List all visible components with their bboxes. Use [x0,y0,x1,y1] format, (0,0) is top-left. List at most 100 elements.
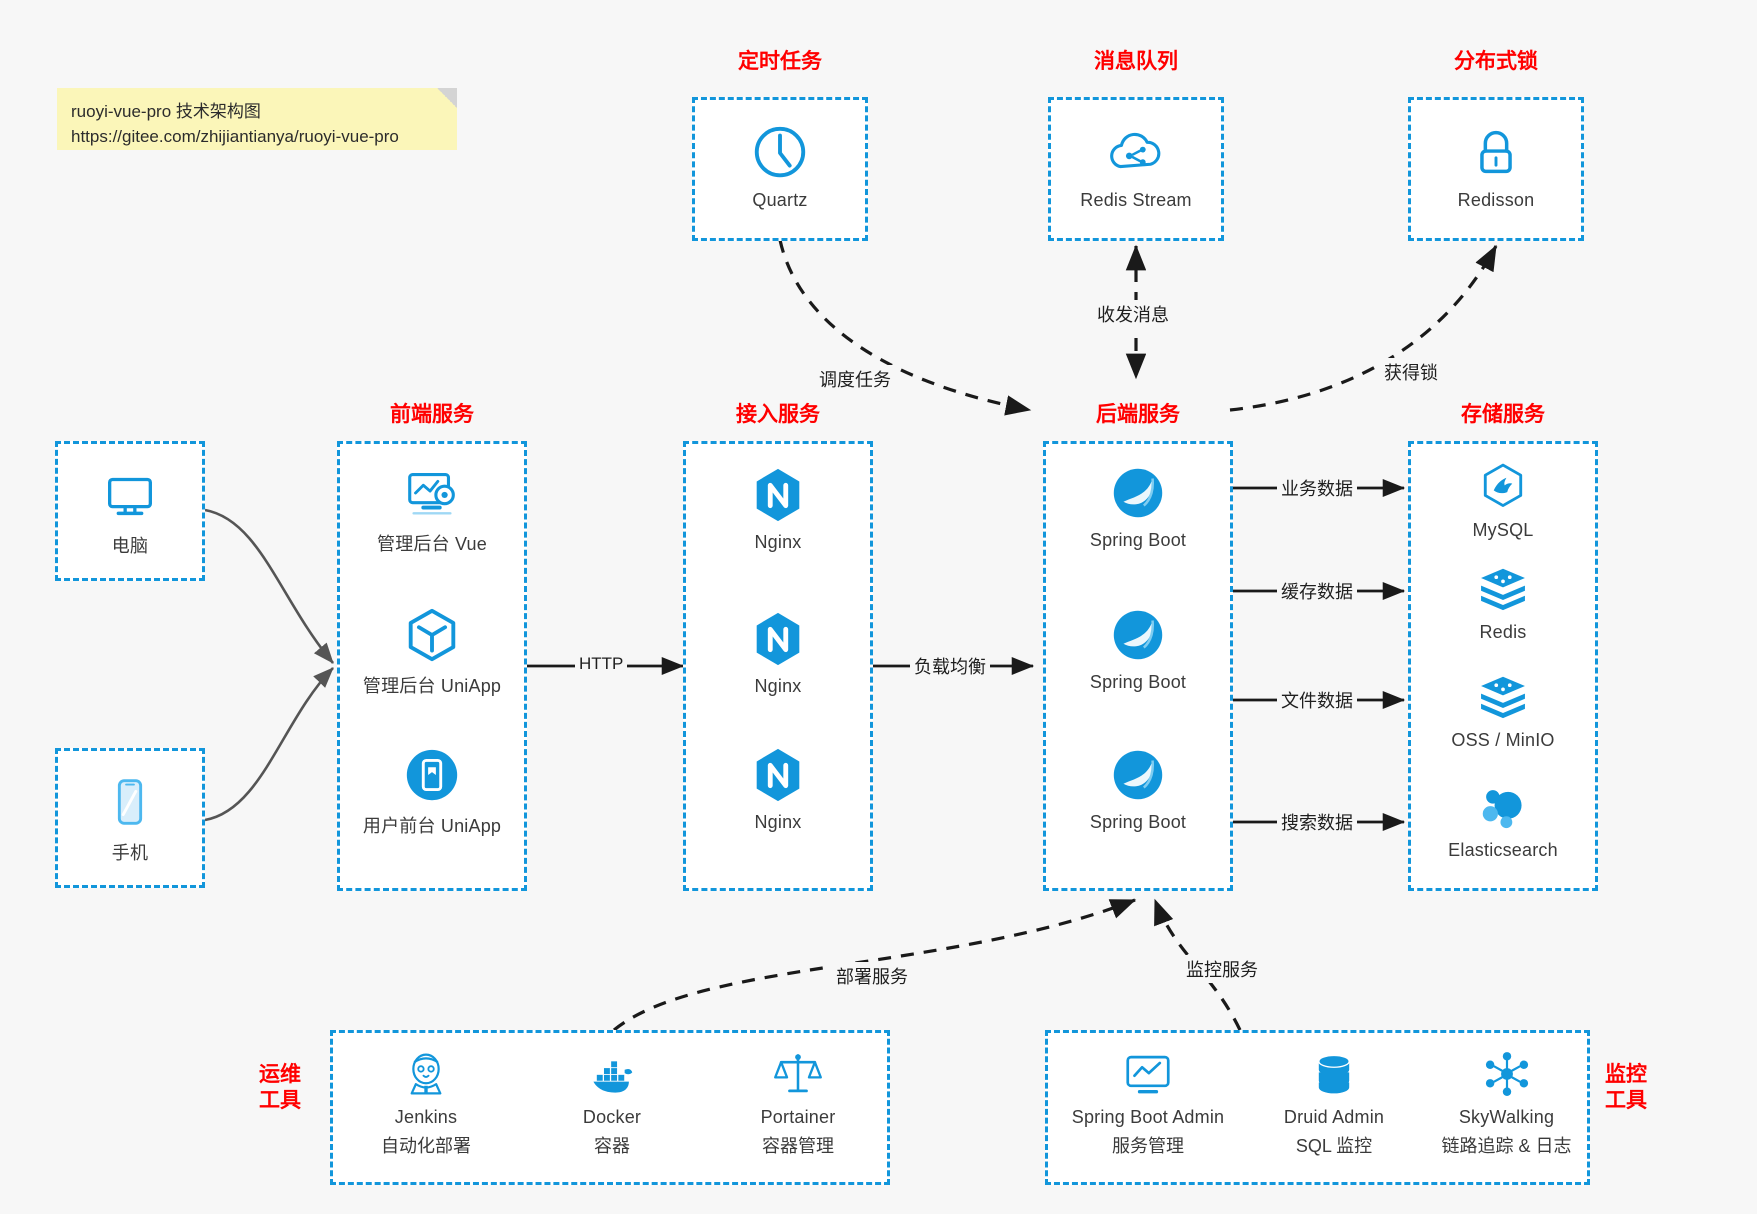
node-nginx-1[interactable]: Nginx [686,464,870,553]
app-window-icon [406,749,458,801]
group-label-scheduler: 定时任务 [738,50,822,73]
desktop-icon [108,477,152,516]
docker-icon [593,1061,633,1093]
node-caption: Nginx [754,812,802,832]
group-box-mobile-client: 手机 [55,748,205,888]
node-nginx-3[interactable]: Nginx [686,744,870,833]
node-skywalking[interactable]: SkyWalking 链路追踪 & 日志 [1420,1047,1593,1158]
group-box-distributed-lock: Redisson [1408,97,1584,241]
edge-label-acquire-lock: 获得锁 [1380,358,1442,386]
group-label-storage: 存储服务 [1461,403,1545,426]
group-box-scheduler: Quartz [692,97,868,241]
edge-label-cache-data: 缓存数据 [1277,577,1357,605]
node-springboot-3[interactable]: Spring Boot [1046,744,1230,833]
node-portainer[interactable]: Portainer 容器管理 [705,1047,891,1158]
node-spring-boot-admin[interactable]: Spring Boot Admin 服务管理 [1048,1047,1248,1158]
group-box-gateway: Nginx Nginx Nginx [683,441,873,891]
group-box-frontend: 管理后台 Vue 管理后台 UniApp 用户前台 UniApp [337,441,527,891]
mysql-icon [1483,463,1523,507]
node-caption: MySQL [1472,520,1534,540]
node-caption: Redisson [1457,190,1535,210]
node-caption: 管理后台 Vue [377,534,487,554]
nginx-icon [756,612,800,666]
node-subcaption: 服务管理 [1112,1136,1184,1156]
node-caption: Spring Boot [1089,530,1187,550]
node-subcaption: 容器 [594,1136,630,1156]
edge-label-deploy-service: 部署服务 [832,962,912,990]
node-caption: Quartz [752,190,808,210]
node-caption: Redis [1479,622,1527,642]
oss-icon [1481,676,1525,719]
node-redis[interactable]: Redis [1411,562,1595,643]
node-docker[interactable]: Docker 容器 [519,1047,705,1158]
node-jenkins[interactable]: Jenkins 自动化部署 [333,1047,519,1158]
node-caption: Nginx [754,676,802,696]
node-springboot-2[interactable]: Spring Boot [1046,604,1230,693]
dashboard-vue-icon [408,473,455,515]
node-quartz[interactable]: Quartz [695,122,865,211]
node-subcaption: 容器管理 [762,1136,834,1156]
group-box-backend: Spring Boot Spring Boot Spring Boot [1043,441,1233,891]
node-caption: Jenkins [394,1107,458,1127]
group-box-monitoring: Spring Boot Admin 服务管理 Druid Admin SQL 监… [1045,1030,1590,1185]
spring-boot-icon [1113,468,1163,518]
node-redis-stream[interactable]: Redis Stream [1051,122,1221,211]
node-caption: 用户前台 UniApp [362,816,502,836]
group-label-monitoring: 监控 工具 [1605,1063,1647,1113]
node-oss-minio[interactable]: OSS / MinIO [1411,670,1595,751]
info-note: ruoyi-vue-pro 技术架构图 https://gitee.com/zh… [57,88,457,150]
clock-icon [754,126,806,178]
node-caption: Portainer [760,1107,836,1127]
nginx-icon [756,748,800,802]
node-redisson[interactable]: Redisson [1411,122,1581,211]
node-caption: Spring Boot Admin [1071,1107,1225,1127]
group-box-message-queue: Redis Stream [1048,97,1224,241]
redis-icon [1481,568,1525,611]
group-box-pc-client: 电脑 [55,441,205,581]
group-label-devops: 运维 工具 [259,1063,301,1113]
group-label-message-queue: 消息队列 [1094,50,1178,73]
node-caption: Druid Admin [1283,1107,1385,1127]
node-nginx-2[interactable]: Nginx [686,608,870,697]
phone-icon [117,779,143,825]
portainer-icon [774,1054,822,1093]
skywalking-icon [1485,1052,1528,1096]
node-caption: 管理后台 UniApp [362,676,502,696]
node-admin-vue[interactable]: 管理后台 Vue [340,462,524,556]
edge-label-schedule-task: 调度任务 [815,365,895,393]
node-caption: 手机 [111,843,149,863]
edge-label-http: HTTP [575,653,628,675]
node-mysql[interactable]: MySQL [1411,460,1595,541]
group-box-storage: MySQL Redis OSS / MinIO [1408,441,1598,891]
nginx-icon [756,468,800,522]
edge-label-send-receive-message: 收发消息 [1093,300,1173,328]
node-druid-admin[interactable]: Druid Admin SQL 监控 [1248,1047,1420,1158]
node-caption: OSS / MinIO [1451,730,1555,750]
node-pc[interactable]: 电脑 [58,464,202,558]
node-springboot-1[interactable]: Spring Boot [1046,462,1230,551]
node-admin-uniapp[interactable]: 管理后台 UniApp [340,604,524,698]
group-label-backend: 后端服务 [1096,403,1180,426]
node-caption: Nginx [754,532,802,552]
node-subcaption: 链路追踪 & 日志 [1441,1136,1572,1156]
node-subcaption: SQL 监控 [1295,1136,1373,1156]
edge-label-business-data: 业务数据 [1277,474,1357,502]
node-caption: Docker [582,1107,642,1127]
node-caption: Elasticsearch [1448,840,1558,860]
node-user-uniapp[interactable]: 用户前台 UniApp [340,744,524,838]
note-url: https://gitee.com/zhijiantianya/ruoyi-vu… [71,126,399,146]
elasticsearch-icon [1482,790,1522,829]
spring-boot-icon [1113,610,1163,660]
group-label-frontend: 前端服务 [390,403,474,426]
note-title: ruoyi-vue-pro 技术架构图 [71,102,261,121]
druid-icon [1318,1054,1350,1094]
lock-icon [1480,130,1512,174]
node-elasticsearch[interactable]: Elasticsearch [1411,780,1595,861]
group-box-devops: Jenkins 自动化部署 Docker 容器 [330,1030,890,1185]
edge-label-file-data: 文件数据 [1277,686,1357,714]
edge-label-monitor-service: 监控服务 [1182,955,1262,983]
group-label-distributed-lock: 分布式锁 [1454,50,1538,73]
group-label-gateway: 接入服务 [736,403,820,426]
spring-boot-admin-icon [1126,1055,1170,1094]
node-mobile[interactable]: 手机 [58,771,202,865]
